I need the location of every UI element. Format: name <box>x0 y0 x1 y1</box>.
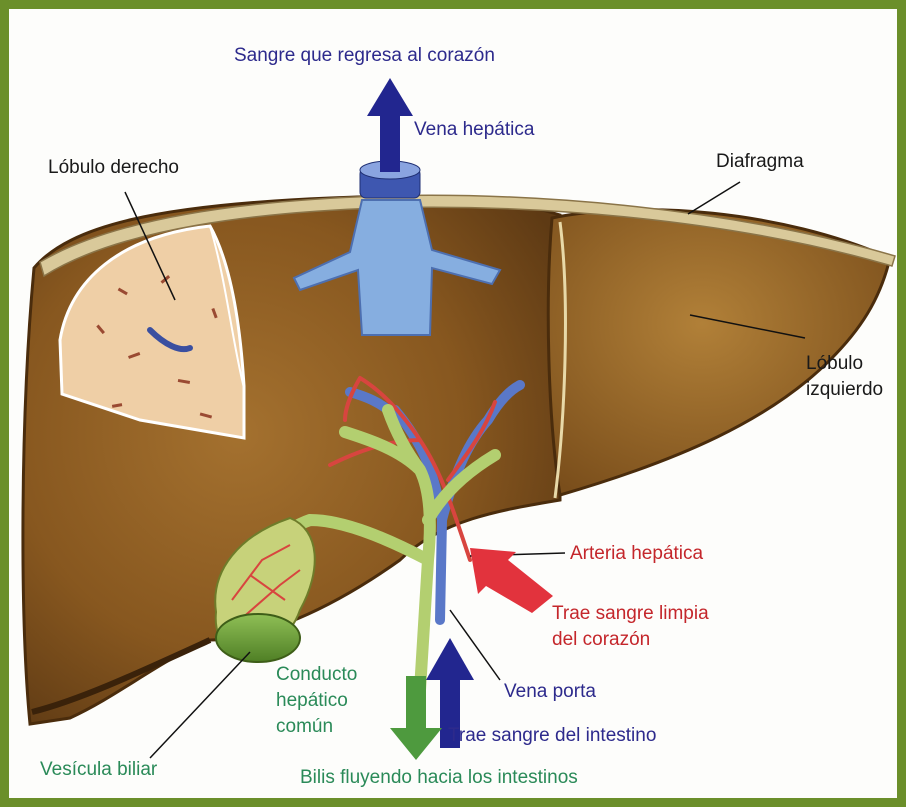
label-common-duct-line1: Conducto <box>276 663 357 686</box>
label-bile-flow: Bilis fluyendo hacia los intestinos <box>300 766 578 789</box>
label-intestine-blood: Trae sangre del intestino <box>448 724 656 747</box>
label-blood-return: Sangre que regresa al corazón <box>234 44 495 67</box>
label-clean-blood-line2: del corazón <box>552 628 650 651</box>
arterial-inflow-arrow-icon <box>470 548 553 613</box>
label-clean-blood-line1: Trae sangre limpia <box>552 602 709 625</box>
label-common-duct-line2: hepático <box>276 689 348 712</box>
label-common-duct-line3: común <box>276 715 333 738</box>
label-diaphragm: Diafragma <box>716 150 804 173</box>
blood-return-arrow-icon <box>367 78 413 172</box>
label-hepatic-vein: Vena hepática <box>414 118 534 141</box>
label-hepatic-artery: Arteria hepática <box>570 542 703 565</box>
label-portal-vein: Vena porta <box>504 680 596 703</box>
label-right-lobe: Lóbulo derecho <box>48 156 179 179</box>
label-left-lobe-line1: Lóbulo <box>806 352 863 375</box>
gallbladder-fundus <box>216 614 300 662</box>
bile-outflow-arrow-icon <box>390 676 442 760</box>
label-gallbladder: Vesícula biliar <box>40 758 157 781</box>
label-left-lobe-line2: izquierdo <box>806 378 883 401</box>
